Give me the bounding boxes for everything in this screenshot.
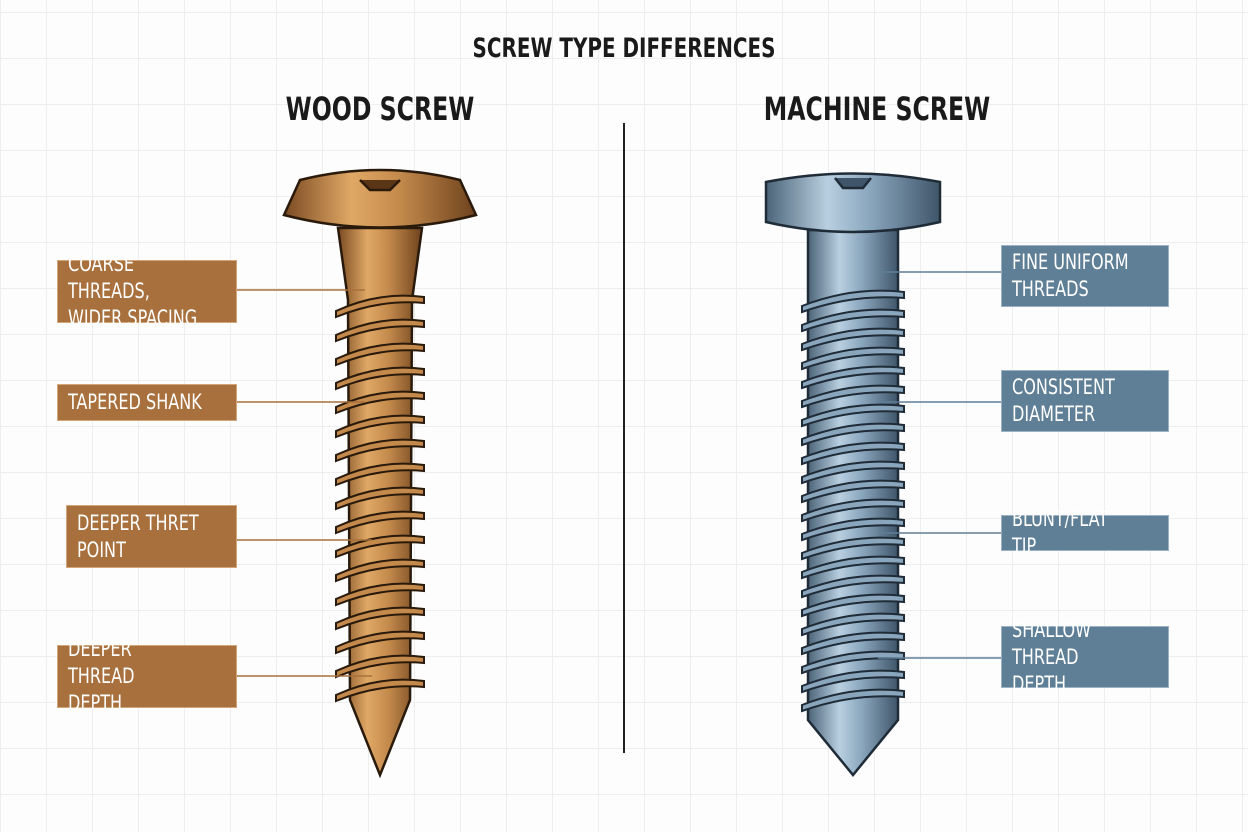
label-text: TAPERED SHANK	[68, 390, 202, 414]
thread	[335, 510, 425, 535]
thread	[335, 342, 425, 367]
thread	[801, 422, 905, 447]
thread	[801, 327, 905, 352]
thread	[335, 414, 425, 439]
thread	[801, 460, 905, 485]
thread	[801, 517, 905, 542]
label-text: DEEPER THREAD DEPTH	[68, 637, 135, 715]
thread	[335, 438, 425, 463]
machine-screw	[764, 172, 942, 777]
label-text: CONSISTENT DIAMETER	[1012, 375, 1115, 426]
thread	[335, 390, 425, 415]
thread	[801, 536, 905, 561]
wood-label-point: DEEPER THRET POINT	[66, 505, 237, 568]
label-text: DEEPER THRET POINT	[77, 510, 199, 562]
machine-label-fine-threads: FINE UNIFORM THREADS	[1001, 245, 1169, 307]
wood-label-tapered-shank: TAPERED SHANK	[57, 384, 237, 421]
thread	[335, 366, 425, 391]
thread	[335, 582, 425, 607]
thread	[801, 441, 905, 466]
thread	[801, 631, 905, 656]
divider	[623, 123, 625, 753]
thread	[801, 384, 905, 409]
thread	[335, 606, 425, 631]
wood-label-thread-depth: DEEPER THREAD DEPTH	[57, 637, 237, 715]
label-text: COARSE THREADS, WIDER SPACING	[68, 252, 198, 330]
thread	[801, 650, 905, 675]
machine-label-blunt-tip: BLUNT/FLAT TIP	[1001, 507, 1169, 558]
thread	[801, 479, 905, 504]
diagram-title: SCREW TYPE DIFFERENCES	[472, 33, 776, 64]
thread	[801, 669, 905, 694]
wood-screw	[282, 168, 478, 779]
label-text: FINE UNIFORM THREADS	[1012, 250, 1129, 301]
thread	[801, 365, 905, 390]
thread	[801, 574, 905, 599]
machine-label-consistent-diameter: CONSISTENT DIAMETER	[1001, 370, 1169, 432]
thread	[335, 462, 425, 487]
thread	[801, 555, 905, 580]
thread	[801, 612, 905, 637]
thread	[335, 294, 425, 319]
thread	[801, 403, 905, 428]
thread	[801, 346, 905, 371]
thread	[335, 630, 425, 655]
thread	[801, 308, 905, 333]
thread	[801, 688, 905, 713]
thread	[335, 654, 425, 679]
machine-label-thread-depth: SHALLOW THREAD DEPTH	[1001, 618, 1169, 696]
machine-screw-heading: MACHINE SCREW	[763, 90, 991, 128]
label-text: BLUNT/FLAT TIP	[1012, 507, 1109, 558]
thread	[801, 593, 905, 618]
thread	[335, 558, 425, 583]
thread	[335, 318, 425, 343]
thread	[801, 498, 905, 523]
wood-screw-heading: WOOD SCREW	[285, 90, 475, 128]
wood-label-coarse-threads: COARSE THREADS, WIDER SPACING	[57, 252, 237, 330]
label-text: SHALLOW THREAD DEPTH	[1012, 617, 1092, 696]
thread	[335, 678, 425, 703]
thread	[801, 289, 905, 314]
thread	[335, 486, 425, 511]
